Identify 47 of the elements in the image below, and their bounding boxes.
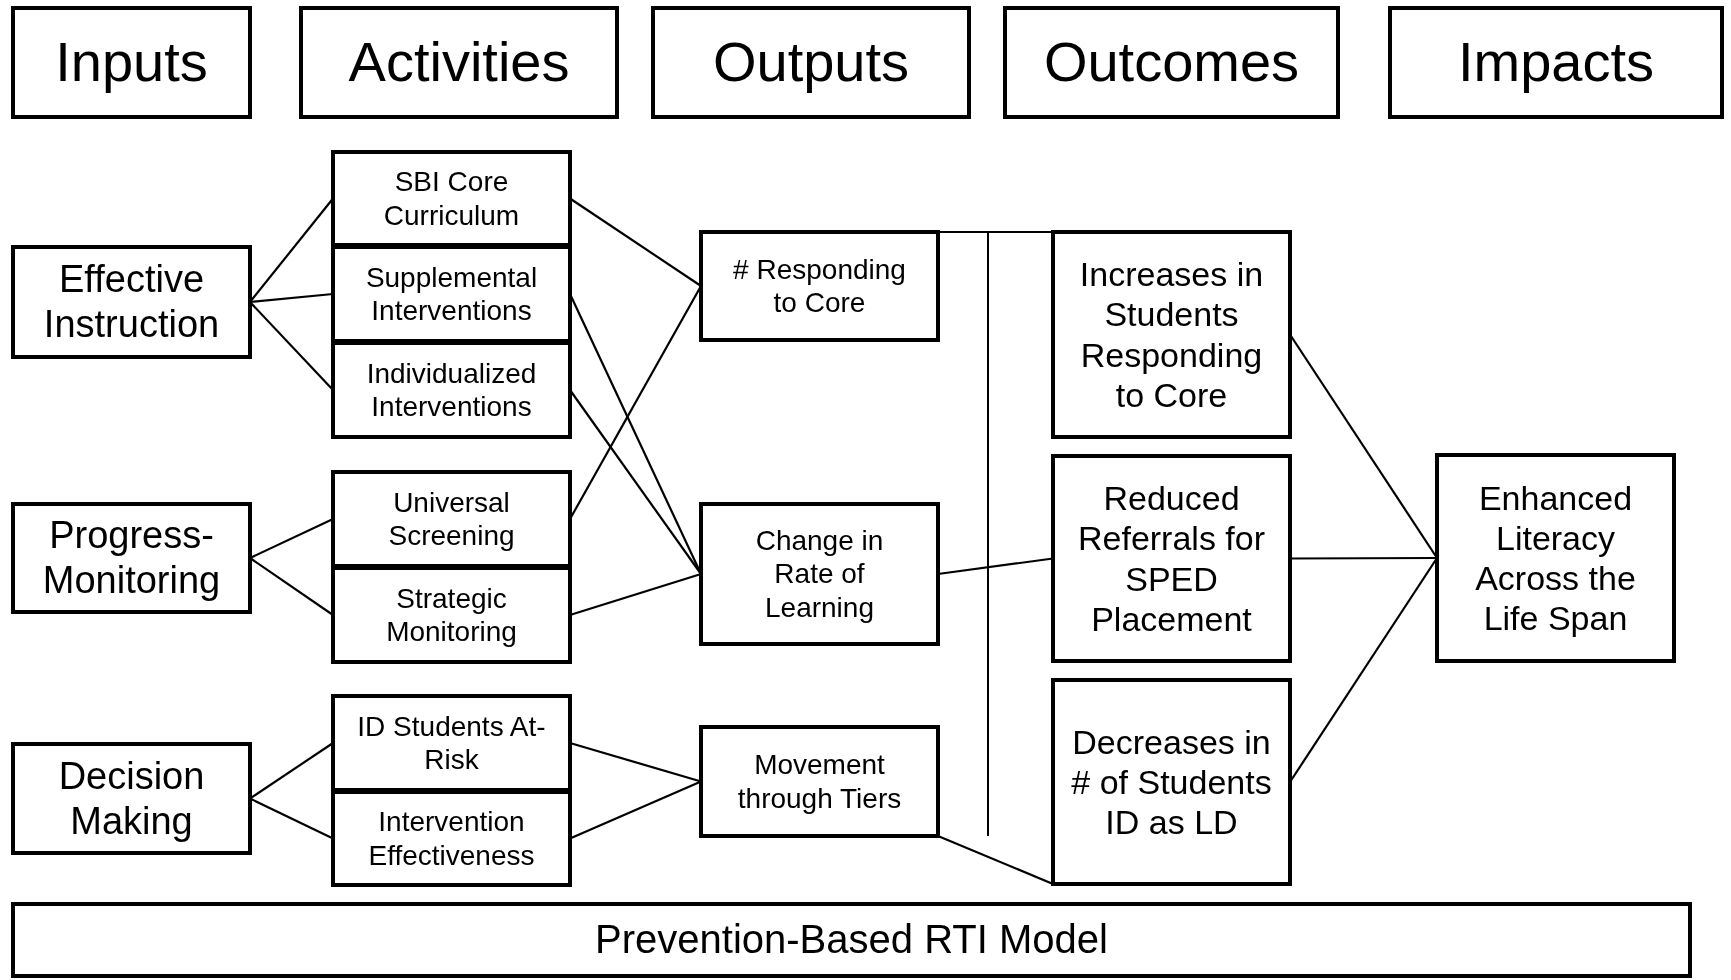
- node-label: Increases in Students Responding to Core: [1078, 254, 1265, 415]
- input-box: [11, 502, 252, 614]
- node-label: Outputs: [712, 29, 910, 96]
- node-label: Supplemental Interventions: [364, 260, 539, 328]
- node-label: Impacts: [1457, 29, 1655, 96]
- node-label: Enhanced Literacy Across the Life Span: [1474, 477, 1637, 639]
- node-label: Outcomes: [1043, 29, 1300, 96]
- column-header: [1003, 6, 1340, 119]
- node-label: # Responding to Core: [732, 252, 907, 320]
- node-label: Strategic Monitoring: [385, 581, 518, 649]
- node-label: Decision Making: [57, 753, 206, 844]
- activity-box: [331, 566, 572, 664]
- node-label: Individualized Interventions: [365, 356, 538, 424]
- node-label: Change in Rate of Learning: [754, 524, 885, 624]
- output-box: [699, 502, 940, 646]
- output-box: [699, 725, 940, 838]
- column-header: [299, 6, 619, 119]
- column-header: [1388, 6, 1724, 119]
- column-header: [651, 6, 971, 119]
- node-label: Intervention Effectiveness: [367, 805, 536, 872]
- activity-box: [331, 150, 572, 247]
- activity-box: [331, 694, 572, 792]
- column-header: [11, 6, 252, 119]
- outcome-box: [1051, 230, 1292, 439]
- connector-line: [938, 230, 1053, 234]
- impact-box: [1435, 453, 1676, 663]
- outcome-box: [1051, 678, 1292, 886]
- node-label: Reduced Referrals for SPED Placement: [1076, 478, 1267, 639]
- node-label: Activities: [348, 29, 570, 96]
- node-label: Universal Screening: [387, 485, 516, 553]
- node-label: Progress-Monitoring: [41, 513, 222, 603]
- model-banner: [11, 902, 1692, 978]
- outcome-box: [1051, 454, 1292, 663]
- node-label: SBI Core Curriculum: [382, 165, 521, 232]
- node-label: ID Students At-Risk: [356, 709, 547, 777]
- output-box: [699, 230, 940, 342]
- node-label: Movement through Tiers: [736, 748, 903, 815]
- activity-box: [331, 245, 572, 343]
- activity-box: [331, 790, 572, 887]
- input-box: [11, 245, 252, 359]
- node-label: Decreases in # of Students ID as LD: [1070, 721, 1273, 843]
- input-box: [11, 742, 252, 855]
- activity-box: [331, 470, 572, 568]
- node-label: Inputs: [55, 29, 208, 96]
- activity-box: [331, 341, 572, 439]
- node-label: Effective Instruction: [42, 257, 221, 347]
- node-label: Prevention-Based RTI Model: [595, 916, 1108, 964]
